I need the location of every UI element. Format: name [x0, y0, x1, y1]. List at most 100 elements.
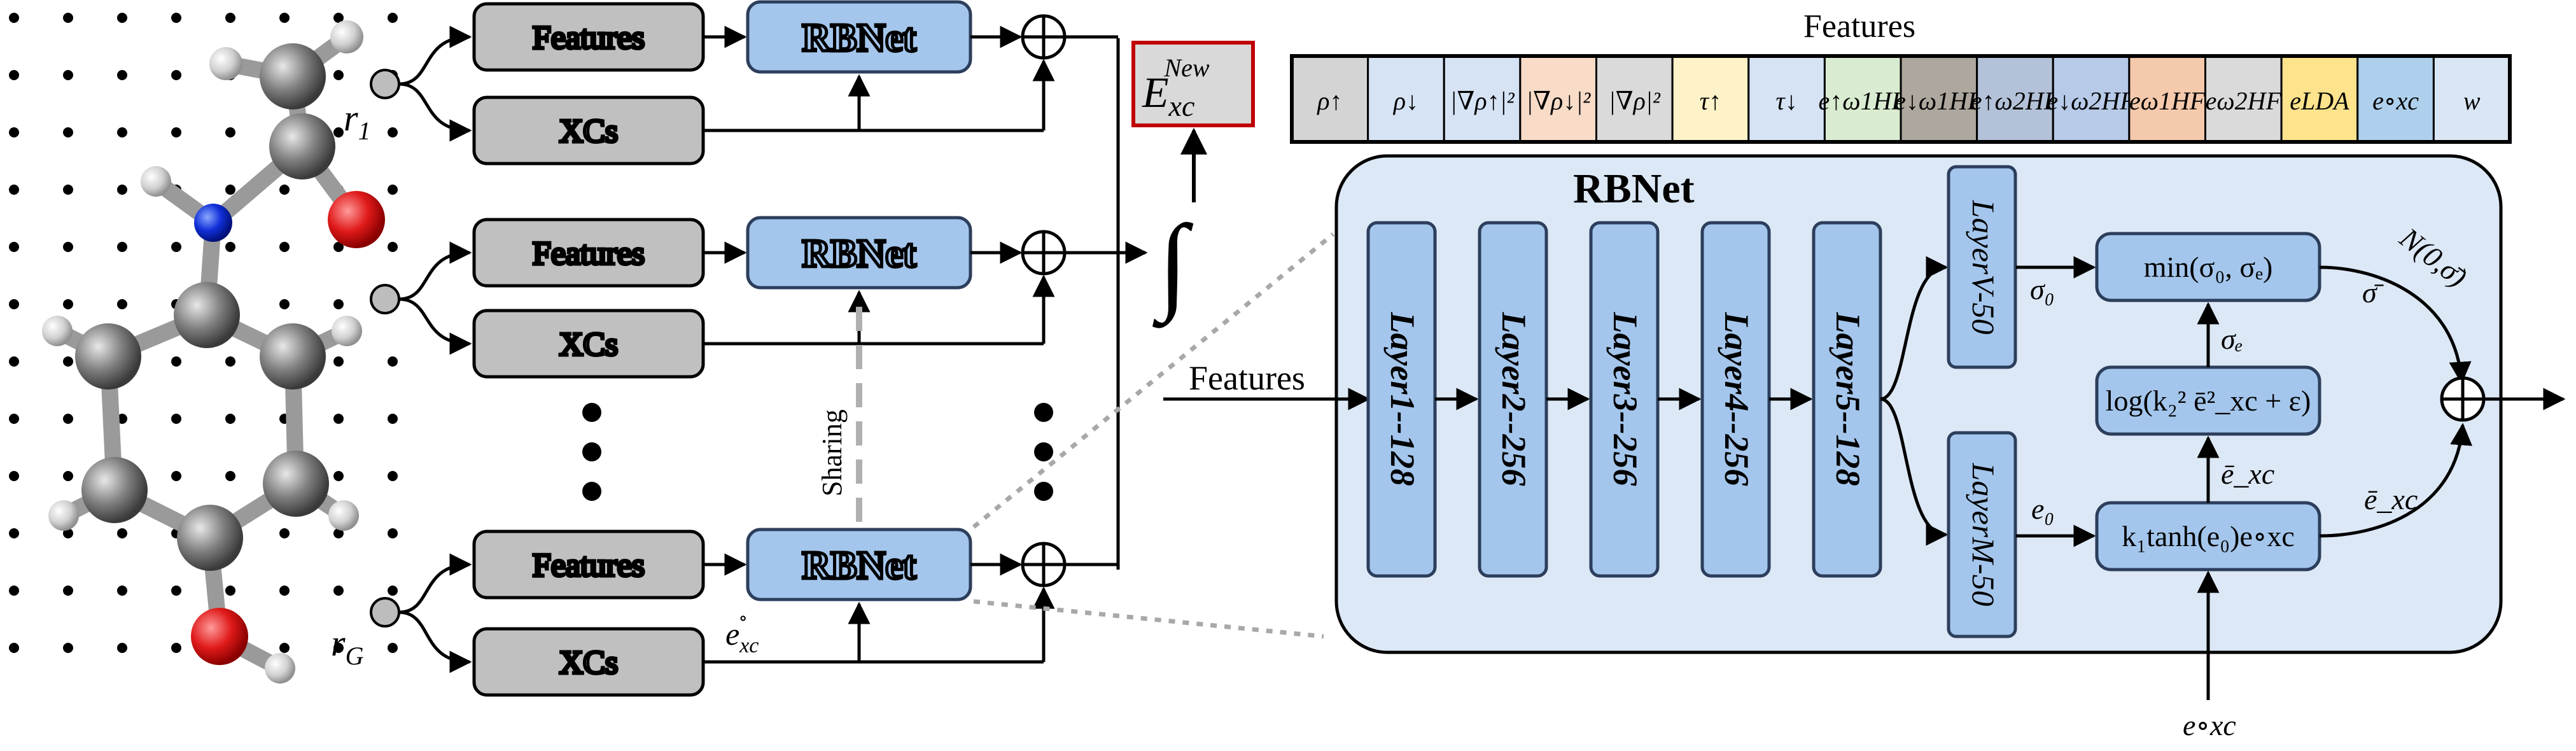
feature-cell-label: ρ↑ — [1316, 87, 1342, 115]
feature-cell — [2432, 55, 2511, 143]
grid-dot — [9, 643, 19, 653]
xcs-box-label: XCs — [559, 113, 618, 150]
feature-cell-label: |∇ρ↑|² — [1450, 87, 1515, 115]
grid-dot — [117, 643, 127, 653]
grid-point-sub-1: 1 — [358, 116, 371, 145]
grid-dot — [63, 643, 73, 653]
grid-dot — [279, 185, 290, 195]
grid-dot — [279, 528, 290, 538]
grid-dot — [225, 414, 235, 424]
grid-dot — [388, 528, 398, 538]
grid-point-1: r1 — [344, 69, 400, 145]
feature-cell-label: e↑ω1HF — [1819, 87, 1908, 115]
molecule — [9, 13, 398, 684]
rbnet-box-label: RBNet — [802, 17, 916, 60]
grid-dot — [225, 185, 235, 195]
grid-dot — [388, 356, 398, 367]
detail-sum-node — [2440, 376, 2486, 422]
rbnet-input-label: Features — [1189, 359, 1305, 397]
feature-cell — [1291, 55, 1369, 143]
integration: ∫ ExcNew — [1069, 38, 1255, 570]
grid-dot — [171, 70, 181, 80]
grid-dot — [171, 13, 181, 23]
grid-dot — [388, 643, 398, 653]
features-strip-title: Features — [1803, 8, 1915, 45]
output-energy-label: ExcNew — [1142, 53, 1210, 122]
feature-cell — [1900, 55, 1978, 143]
rbnet-box-label: RBNet — [802, 544, 916, 587]
grid-dot — [388, 13, 398, 23]
feature-cell-label: eω1HF — [2129, 87, 2206, 115]
feature-cell-label: w — [2463, 87, 2481, 115]
grid-dot — [225, 127, 235, 137]
grid-dot — [171, 586, 181, 596]
svg-text:rG: rG — [331, 622, 364, 670]
feature-cell — [2280, 55, 2359, 143]
grid-dot — [279, 13, 290, 23]
grid-dot — [279, 643, 290, 653]
grid-dot — [333, 242, 344, 252]
grid-dot — [63, 586, 73, 596]
grid-dot — [63, 356, 73, 367]
bottom-exc-label: e∘xc — [2183, 709, 2236, 741]
feature-cell-label: |∇ρ|² — [1609, 87, 1661, 115]
grid-dot — [9, 242, 19, 252]
feature-cell-label: ρ↓ — [1392, 87, 1418, 115]
grid-point-label-1: r — [344, 97, 358, 139]
grid-dot — [117, 414, 127, 424]
grid-point-2 — [370, 284, 400, 314]
grid-dot — [63, 528, 73, 538]
grid-point-sub-G: G — [346, 642, 364, 670]
sharing-label: Sharing — [816, 409, 848, 496]
grid-dot — [63, 185, 73, 195]
grid-dot — [388, 586, 398, 596]
grid-dot — [333, 471, 344, 481]
grid-dot — [171, 471, 181, 481]
layer-m-label: LayerM-50 — [1966, 463, 2001, 607]
layer-v-box — [1947, 165, 2017, 369]
features-box-label: Features — [533, 20, 645, 56]
grid-dot — [9, 299, 19, 309]
log-box-label: log(k₂² ē²_xc + ε) — [2106, 384, 2311, 417]
grid-dot — [225, 13, 235, 23]
integral-symbol: ∫ — [1152, 203, 1194, 328]
grid-dot — [9, 471, 19, 481]
grid-dot — [225, 242, 235, 252]
grid-dot — [388, 185, 398, 195]
grid-dot — [117, 299, 127, 309]
grid-dot — [279, 299, 290, 309]
zoom-line-bottom — [973, 599, 1324, 639]
grid-dot — [63, 13, 73, 23]
grid-dot — [117, 242, 127, 252]
ellipsis-left — [582, 403, 601, 501]
rbnet-detail-title: RBNet — [1573, 165, 1695, 212]
grid-dot — [117, 127, 127, 137]
feature-cell-label: e↑ω2HF — [1971, 87, 2060, 115]
feature-cell-label: eω2HF — [2206, 87, 2282, 115]
features-box-label: Features — [533, 235, 645, 272]
grid-dot — [63, 414, 73, 424]
feature-cell-label: τ↓ — [1775, 87, 1797, 115]
xcs-box-label: XCs — [559, 326, 618, 363]
sigma0-label: σ₀ — [2030, 273, 2055, 305]
grid-dot — [9, 356, 19, 367]
grid-dot — [9, 528, 19, 538]
grid-dot — [225, 471, 235, 481]
grid-dot — [9, 414, 19, 424]
grid-dot — [171, 242, 181, 252]
grid-dot — [171, 127, 181, 137]
grid-dot — [333, 299, 344, 309]
ebar-xc-label-1: ē_xc — [2221, 458, 2274, 490]
detail-arrows — [2016, 256, 2566, 700]
pipeline-rows: FeaturesXCsRBNetFeaturesXCsRBNetFeatures… — [398, 0, 1118, 697]
grid-dot — [63, 242, 73, 252]
grid-point-label-G: r — [331, 622, 346, 664]
layer-label: Layer1--128 — [1383, 312, 1422, 486]
grid-dot — [279, 586, 290, 596]
grid-dot — [333, 586, 344, 596]
layer-m-box — [1947, 431, 2017, 638]
